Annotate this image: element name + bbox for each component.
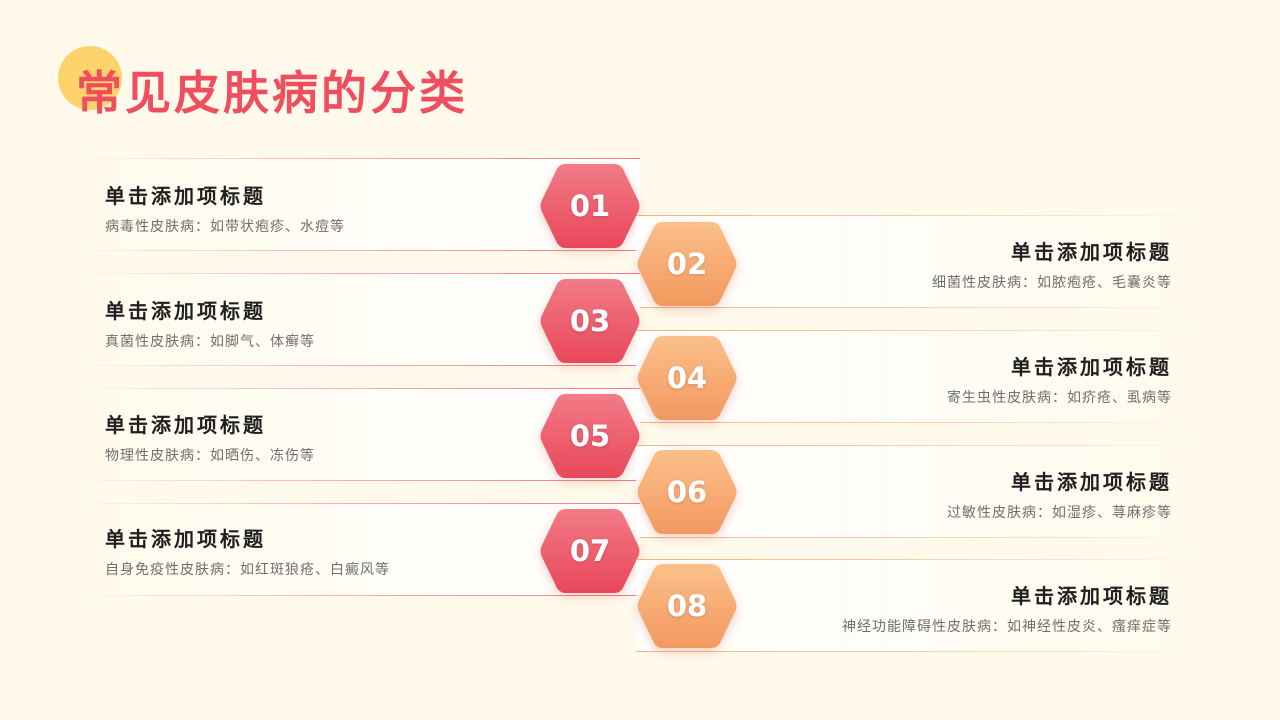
item-title-2[interactable]: 单击添加项标题 xyxy=(1011,240,1172,264)
item-band-7 xyxy=(70,503,640,596)
hexagon-number-2: 02 xyxy=(666,247,708,281)
hexagon-badge-5: 05 xyxy=(538,390,642,482)
hexagon-badge-4: 04 xyxy=(635,332,739,424)
hexagon-badge-8: 08 xyxy=(635,560,739,652)
item-title-6[interactable]: 单击添加项标题 xyxy=(1011,470,1172,494)
item-desc-4[interactable]: 寄生虫性皮肤病：如疥疮、虱病等 xyxy=(947,390,1172,406)
hexagon-badge-6: 06 xyxy=(635,446,739,538)
hexagon-number-7: 07 xyxy=(569,534,611,568)
page-title: 常见皮肤病的分类 xyxy=(76,66,468,120)
hexagon-number-6: 06 xyxy=(666,475,708,509)
item-title-5[interactable]: 单击添加项标题 xyxy=(105,413,266,437)
hexagon-badge-2: 02 xyxy=(635,218,739,310)
hexagon-number-8: 08 xyxy=(666,589,708,623)
item-title-7[interactable]: 单击添加项标题 xyxy=(105,527,266,551)
item-desc-3[interactable]: 真菌性皮肤病：如脚气、体癣等 xyxy=(105,334,315,350)
hexagon-number-5: 05 xyxy=(569,419,611,453)
item-desc-5[interactable]: 物理性皮肤病：如晒伤、冻伤等 xyxy=(105,448,315,464)
item-title-4[interactable]: 单击添加项标题 xyxy=(1011,355,1172,379)
item-desc-7[interactable]: 自身免疫性皮肤病：如红斑狼疮、白癜风等 xyxy=(105,562,390,578)
item-desc-8[interactable]: 神经功能障碍性皮肤病：如神经性皮炎、瘙痒症等 xyxy=(842,619,1172,635)
item-desc-1[interactable]: 病毒性皮肤病：如带状疱疹、水痘等 xyxy=(105,219,345,235)
item-title-3[interactable]: 单击添加项标题 xyxy=(105,299,266,323)
title-accent-circle xyxy=(58,46,122,110)
item-desc-6[interactable]: 过敏性皮肤病：如湿疹、荨麻疹等 xyxy=(947,505,1172,521)
hexagon-number-1: 01 xyxy=(569,189,611,223)
item-title-8[interactable]: 单击添加项标题 xyxy=(1011,584,1172,608)
hexagon-badge-7: 07 xyxy=(538,505,642,597)
hexagon-number-3: 03 xyxy=(569,304,611,338)
hexagon-badge-3: 03 xyxy=(538,275,642,367)
item-band-6 xyxy=(636,445,1210,538)
item-band-8 xyxy=(636,559,1210,652)
hexagon-number-4: 04 xyxy=(666,361,708,395)
item-title-1[interactable]: 单击添加项标题 xyxy=(105,184,266,208)
item-desc-2[interactable]: 细菌性皮肤病：如脓疱疮、毛囊炎等 xyxy=(932,275,1172,291)
hexagon-badge-1: 01 xyxy=(538,160,642,252)
